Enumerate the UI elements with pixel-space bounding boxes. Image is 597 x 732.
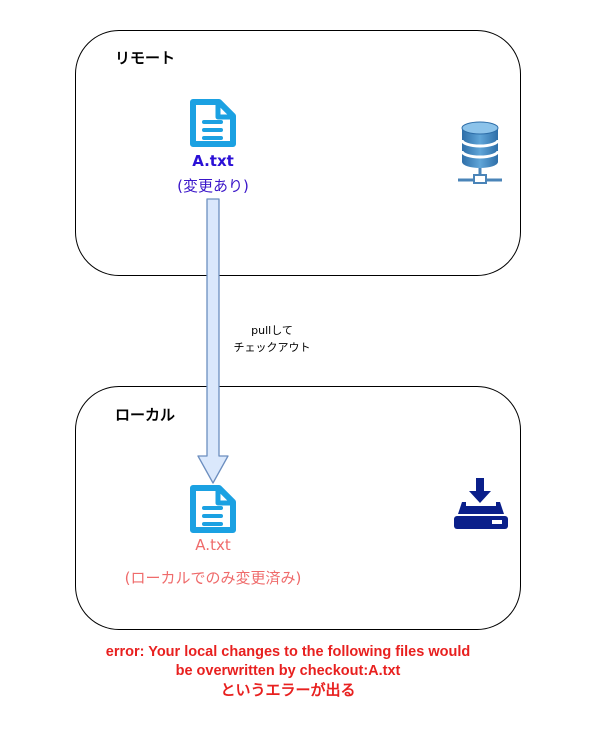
error-line3: というエラーが出る: [220, 682, 356, 699]
remote-file-name: A.txt: [192, 152, 234, 170]
error-line2: be overwritten by checkout:A.txt: [175, 663, 401, 679]
arrow-label-line2: チェックアウト: [233, 341, 311, 354]
error-line1: error: Your local changes to the followi…: [105, 644, 471, 660]
local-file-note: (ローカルでのみ変更済み): [124, 569, 302, 587]
database-server-icon: [458, 121, 502, 184]
local-container: ローカル: [75, 386, 521, 630]
download-drive-icon: [454, 478, 508, 529]
remote-label: リモート: [115, 49, 176, 67]
local-file-name: A.txt: [195, 536, 231, 554]
error-message: error: Your local changes to the followi…: [73, 643, 503, 700]
local-label: ローカル: [115, 406, 176, 424]
local-document-icon: [190, 485, 236, 533]
remote-file-note: (変更あり): [177, 177, 249, 195]
arrow-label-line1: pullして: [251, 324, 293, 337]
remote-document-icon: [190, 99, 236, 147]
remote-container: リモート: [75, 30, 521, 276]
arrow-label: pullして チェックアウト: [231, 322, 313, 356]
